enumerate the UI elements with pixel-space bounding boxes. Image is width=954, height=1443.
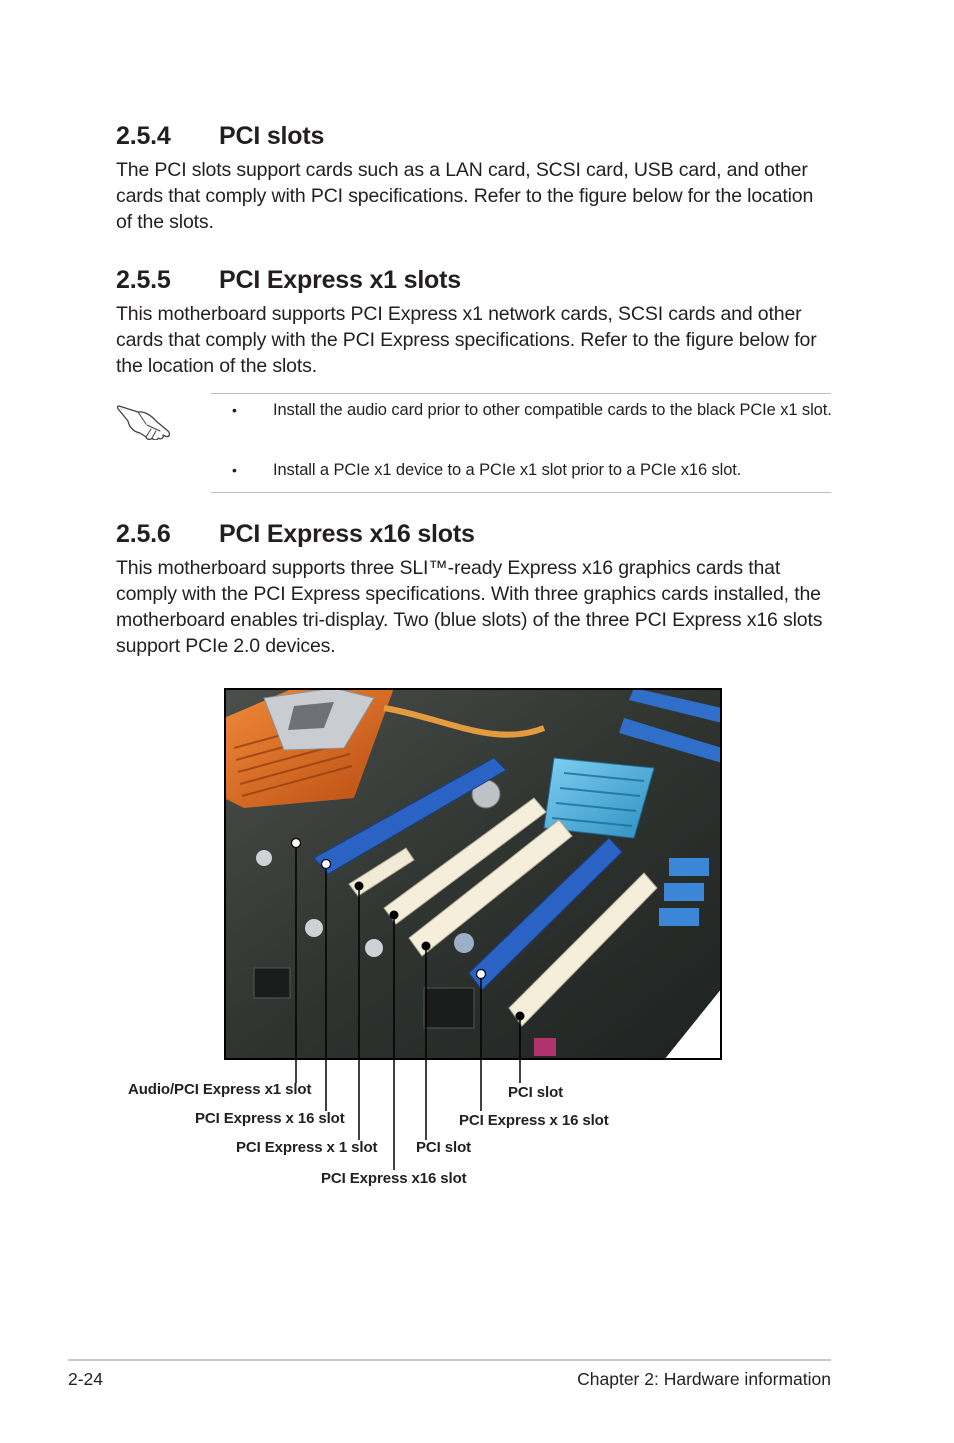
bullet-dot: •	[232, 462, 237, 478]
section-title: PCI slots	[219, 122, 325, 150]
callout-label-pci-a: PCI slot	[416, 1139, 472, 1156]
chapter-title: Chapter 2: Hardware information	[577, 1369, 831, 1389]
section-heading-2-5-6: 2.5.6 PCI Express x16 slots	[116, 520, 816, 550]
motherboard-photo	[224, 687, 722, 1060]
note-top-rule	[211, 393, 831, 394]
section-title: PCI Express x16 slots	[219, 520, 475, 548]
note-bullet-text: Install a PCIe x1 device to a PCIe x1 sl…	[273, 461, 742, 479]
section-title: PCI Express x1 slots	[219, 266, 461, 294]
callout-label-pcie-x1: PCI Express x 1 slot	[236, 1139, 378, 1156]
hand-pointing-icon	[116, 396, 174, 441]
section-number: 2.5.5	[116, 266, 171, 294]
section-body-2-5-4: The PCI slots support cards such as a LA…	[116, 159, 814, 233]
section-body-2-5-5: This motherboard supports PCI Express x1…	[116, 303, 817, 377]
callout-label-pcie-x16-c: PCI Express x 16 slot	[459, 1112, 609, 1129]
note-bullet: • Install the audio card prior to other …	[232, 399, 854, 445]
note-bottom-rule	[211, 492, 831, 493]
callout-label-pcie-x16-b: PCI Express x16 slot	[321, 1170, 467, 1187]
page-number: 2-24	[68, 1369, 104, 1389]
section-body-2-5-6: This motherboard supports three SLI™-rea…	[116, 557, 823, 657]
bullet-dot: •	[232, 402, 237, 418]
section-number: 2.5.6	[116, 520, 171, 548]
callout-label-pci-b: PCI slot	[508, 1084, 564, 1101]
note-bullet: • Install a PCIe x1 device to a PCIe x1 …	[232, 459, 854, 483]
section-number: 2.5.4	[116, 122, 171, 150]
section-heading-2-5-5: 2.5.5 PCI Express x1 slots	[116, 266, 816, 296]
callout-label-pcie-x16-a: PCI Express x 16 slot	[195, 1110, 345, 1127]
footer-rule	[68, 1359, 831, 1361]
note-bullet-text: Install the audio card prior to other co…	[273, 401, 832, 419]
callout-label-audio-pcie-x1: Audio/PCI Express x1 slot	[128, 1081, 312, 1098]
section-heading-2-5-4: 2.5.4 PCI slots	[116, 122, 816, 152]
